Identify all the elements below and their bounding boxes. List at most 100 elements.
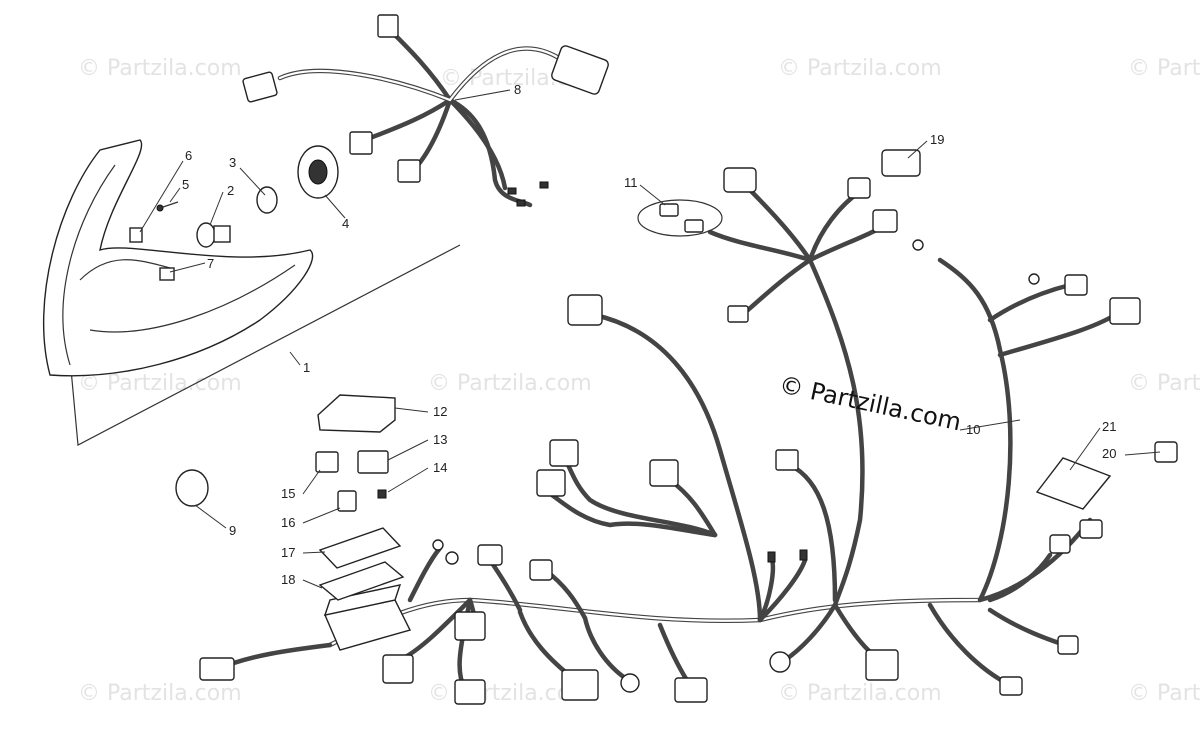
clip-part (129, 227, 143, 243)
connector (561, 669, 599, 701)
connector (454, 611, 486, 641)
callout-8: 8 (514, 82, 521, 97)
callout-14: 14 (433, 460, 447, 475)
bulb-socket (659, 203, 679, 217)
bulb-base (213, 225, 231, 243)
sensor (769, 651, 791, 673)
terminal (539, 181, 549, 189)
connector (529, 559, 553, 581)
gasket (318, 527, 402, 569)
terminal (799, 549, 808, 561)
callout-13: 13 (433, 432, 447, 447)
callout-5: 5 (182, 177, 189, 192)
connector (1109, 297, 1141, 325)
main-harness[interactable] (199, 167, 1178, 705)
relay-box (317, 394, 396, 433)
headlight-harness[interactable] (242, 14, 609, 208)
watermark: © Partzila.com (778, 681, 942, 706)
terminal (507, 187, 517, 195)
connector (872, 209, 898, 233)
watermark: © Partzila.com (428, 371, 592, 396)
callout-19: 19 (930, 132, 944, 147)
connector (454, 679, 486, 705)
relay (315, 451, 339, 473)
connector (551, 45, 609, 95)
connector (1079, 519, 1103, 539)
relay (357, 450, 389, 474)
callout-10: 10 (966, 422, 980, 437)
loose-parts[interactable] (175, 149, 1112, 601)
housing-edge (79, 259, 171, 281)
bulb-socket-outline (637, 199, 723, 237)
connector (377, 14, 399, 38)
clip-part (159, 267, 175, 281)
relay (337, 490, 357, 512)
callout-4: 4 (342, 216, 349, 231)
headlight-housing (43, 139, 314, 377)
watermark: © Partzila.com (778, 56, 942, 81)
connector (382, 654, 414, 684)
bulb-socket (684, 219, 704, 233)
callout-21: 21 (1102, 419, 1116, 434)
terminal (767, 551, 776, 563)
callout-17: 17 (281, 545, 295, 560)
watermark: © Partzila.com (78, 371, 242, 396)
screw-head (156, 204, 164, 212)
watermark: © Partzila.com (1128, 371, 1200, 396)
connector (1049, 534, 1071, 554)
callout-6: 6 (185, 148, 192, 163)
connector (674, 677, 708, 703)
callout-numbers: 1 2 3 4 5 6 7 8 9 10 11 12 13 14 15 16 1… (182, 82, 1116, 587)
callout-16: 16 (281, 515, 295, 530)
ring-clip (175, 469, 209, 507)
connector (536, 469, 566, 497)
boot-center (308, 159, 328, 185)
housing-edge (89, 264, 296, 333)
callout-1: 1 (303, 360, 310, 375)
connector (349, 131, 373, 155)
connector (567, 294, 603, 326)
connector (999, 676, 1023, 696)
connector (1057, 635, 1079, 655)
fuse-box-top (323, 584, 402, 616)
connector-plug (881, 149, 921, 177)
callout-15: 15 (281, 486, 295, 501)
retaining-ring (256, 186, 278, 214)
headlight-assembly[interactable] (43, 139, 461, 446)
connector (649, 459, 679, 487)
label-decal (1035, 457, 1112, 510)
watermark-layer: © Partzila.com © Partzila.com © Partzila… (78, 56, 1200, 706)
ring-terminal (445, 551, 459, 565)
ring-terminal (912, 239, 924, 251)
watermark: © Partzila.com (78, 56, 242, 81)
connector (397, 159, 421, 183)
callout-3: 3 (229, 155, 236, 170)
bulb-part (196, 222, 216, 248)
callout-11: 11 (624, 175, 638, 190)
connector (723, 167, 757, 193)
fuse (377, 489, 387, 499)
callout-12: 12 (433, 404, 447, 419)
callout-9: 9 (229, 523, 236, 538)
connector (775, 449, 799, 471)
ring-terminal (1028, 273, 1040, 285)
connector (477, 544, 503, 566)
watermark: © Partzila.com (1128, 56, 1200, 81)
copyright-label: © Partzilla.com (777, 370, 964, 436)
leader-lines (139, 89, 1161, 589)
callout-2: 2 (227, 183, 234, 198)
watermark: © Partzila.com (1128, 681, 1200, 706)
connector (549, 439, 579, 467)
ring-terminal (432, 539, 444, 551)
connector (242, 71, 278, 103)
connector (865, 649, 899, 681)
terminal (516, 199, 526, 207)
connector (847, 177, 871, 199)
connector (199, 657, 235, 681)
sensor (620, 673, 640, 693)
callout-20: 20 (1102, 446, 1116, 461)
fuse-cover (318, 561, 405, 601)
connector (1064, 274, 1088, 296)
